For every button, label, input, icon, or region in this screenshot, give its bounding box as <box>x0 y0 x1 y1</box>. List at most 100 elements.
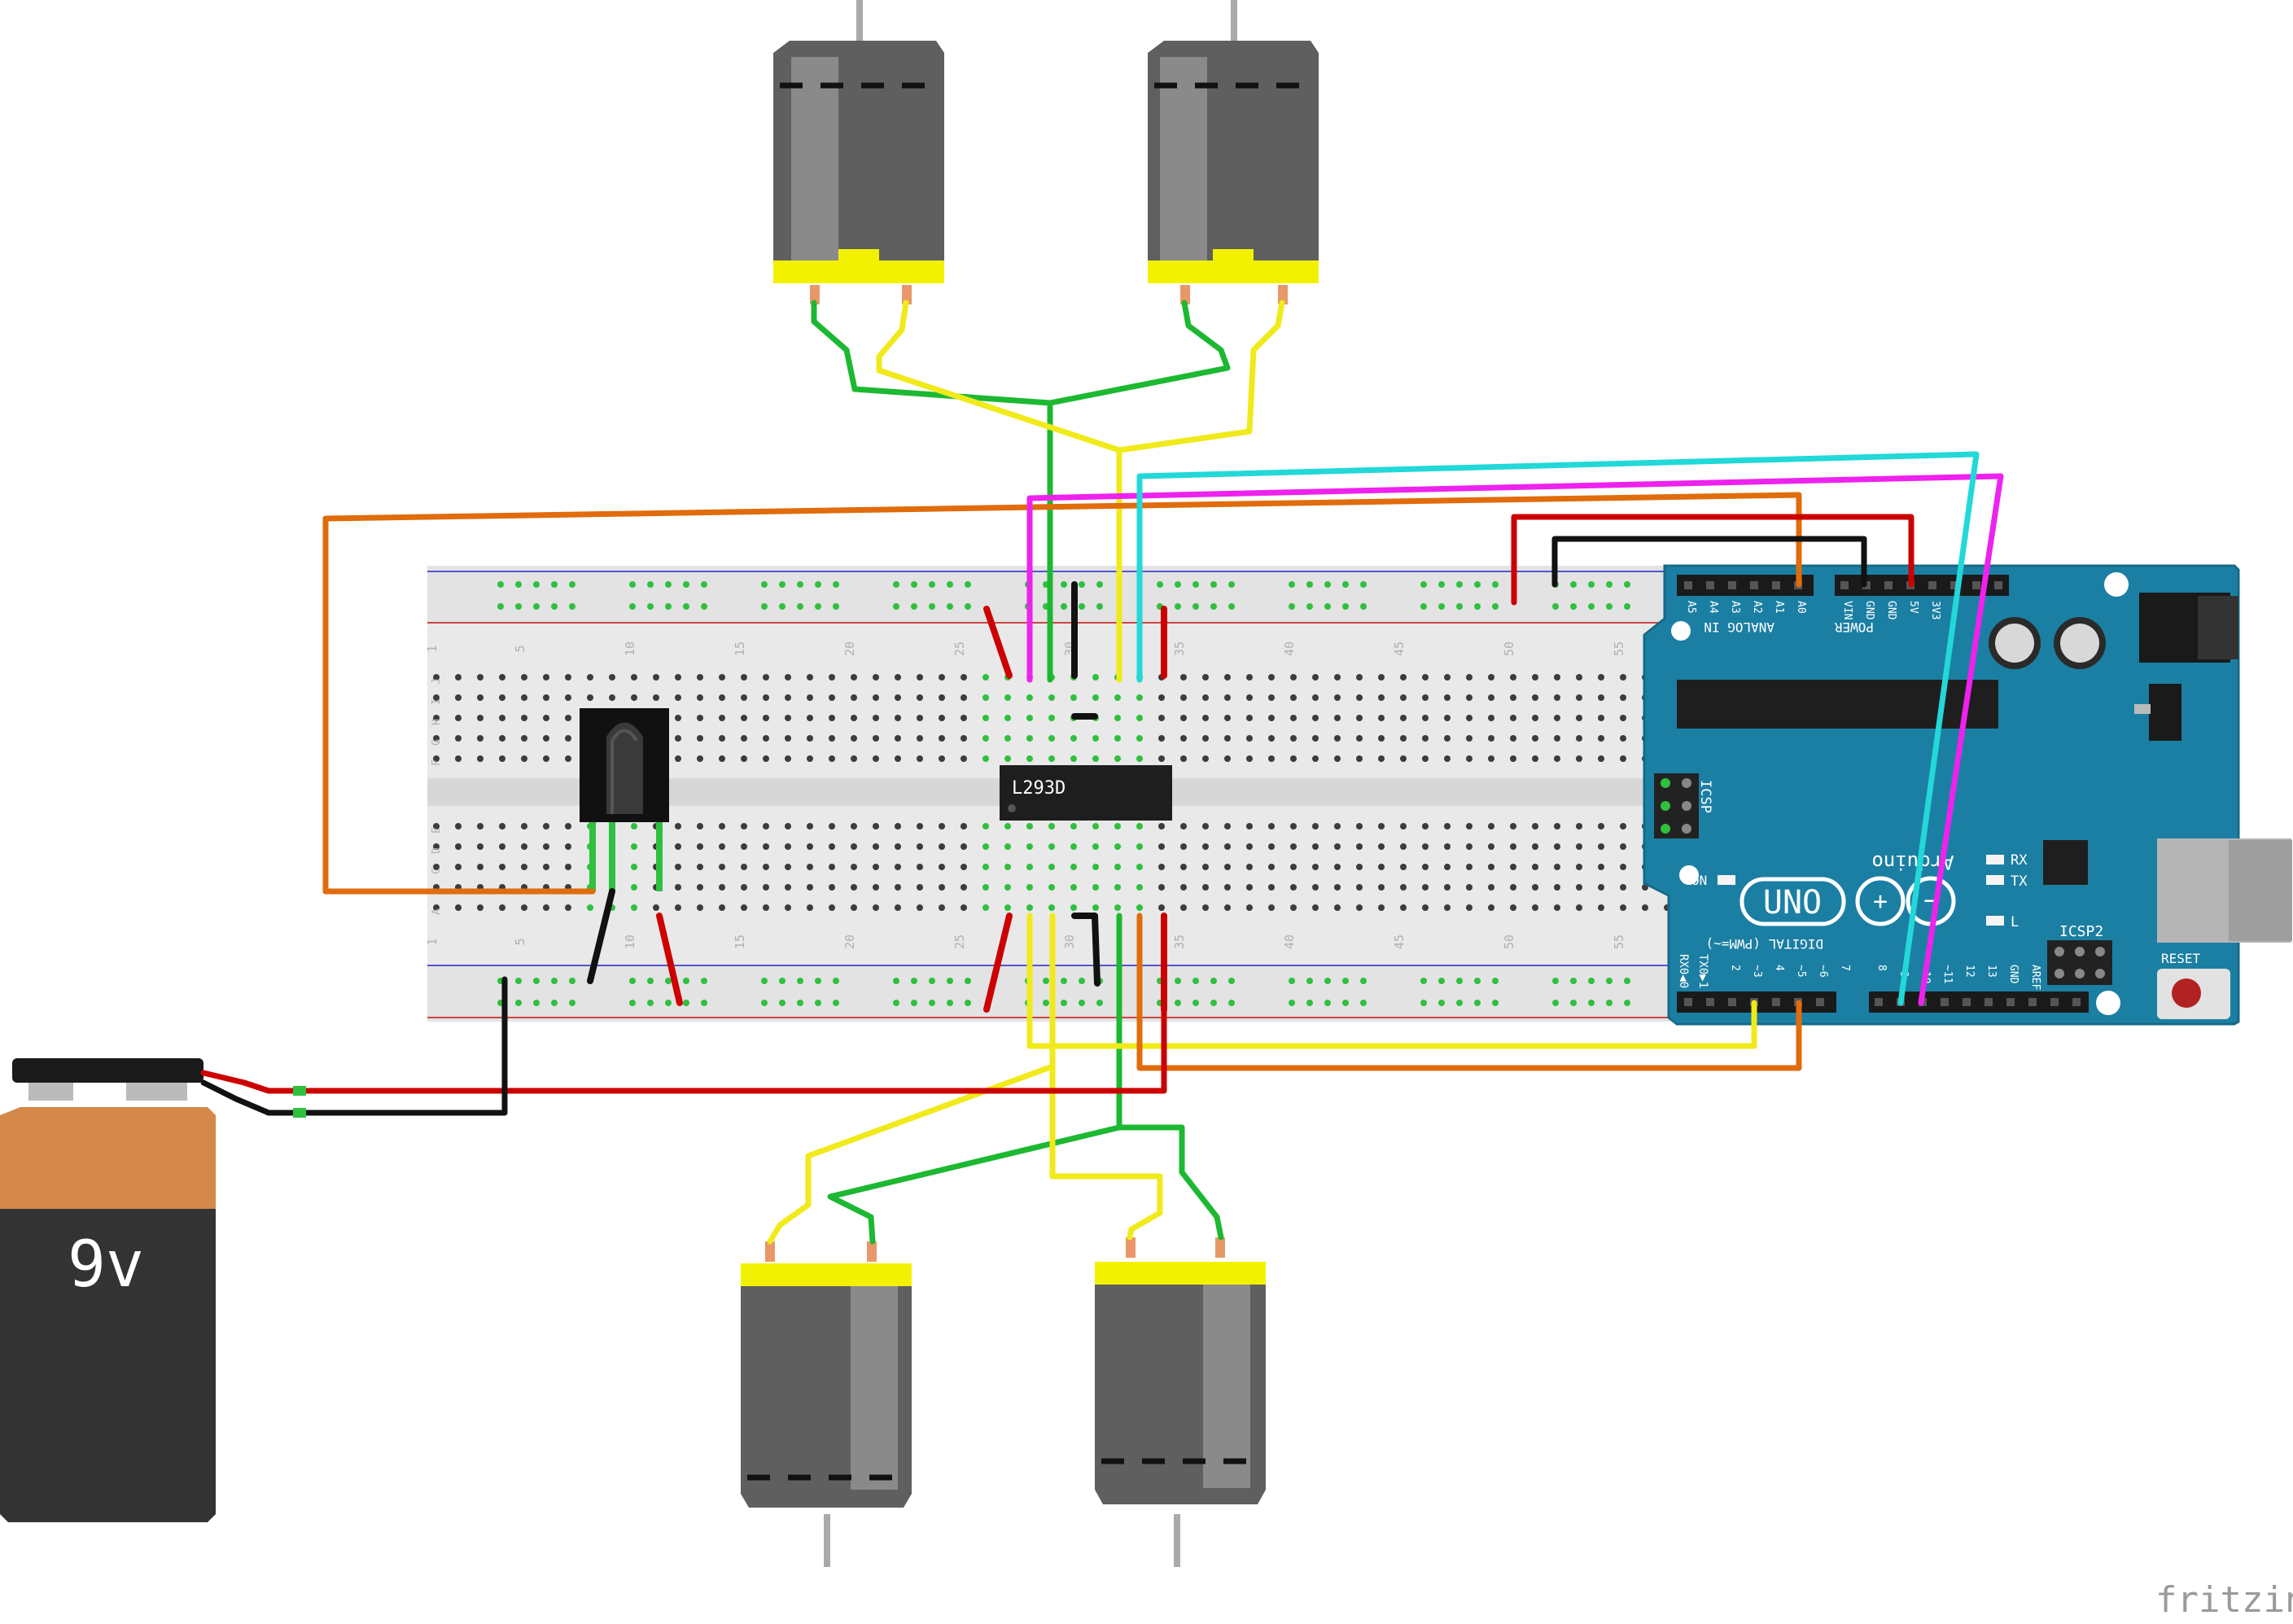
column-number: 35 <box>1172 935 1187 949</box>
power-pin-label: VIN <box>1841 601 1853 619</box>
rail-hole <box>569 1000 575 1006</box>
breadboard-hole <box>763 674 769 681</box>
rail-hole <box>815 581 821 588</box>
rail-hole <box>701 978 707 984</box>
breadboard-hole <box>565 735 571 742</box>
breadboard-hole <box>829 864 835 870</box>
breadboard-hole <box>1444 715 1451 721</box>
voltage-regulator-pin <box>2134 704 2151 714</box>
breadboard-hole <box>631 884 637 891</box>
rail-hole <box>1324 581 1331 588</box>
wire-red-5v <box>1511 514 1914 606</box>
breadboard-hole <box>1136 864 1143 870</box>
rail-hole <box>1342 978 1349 984</box>
rail-hole <box>947 978 953 984</box>
rail-hole <box>1192 581 1199 588</box>
breadboard-hole <box>521 904 527 911</box>
breadboard-hole <box>1400 674 1407 681</box>
rail-hole <box>1420 978 1427 984</box>
rail-hole <box>911 1000 917 1006</box>
breadboard-column-numbers: 1155101015152020252530303535404045455050… <box>425 641 1626 949</box>
rail-hole <box>965 603 971 610</box>
breadboard-hole <box>455 904 462 911</box>
breadboard-hole <box>675 674 681 681</box>
rail-hole <box>1306 603 1313 610</box>
breadboard-hole <box>1444 843 1451 850</box>
breadboard-hole <box>1136 694 1143 701</box>
breadboard-hole <box>851 823 857 830</box>
rail-hole <box>1192 1000 1199 1006</box>
icsp2-pins <box>2055 947 2105 978</box>
breadboard-hole <box>675 904 681 911</box>
rail-hole <box>1456 1000 1463 1006</box>
breadboard-hole <box>1598 674 1604 681</box>
breadboard-hole <box>982 884 989 891</box>
wire-black-battery <box>200 976 508 1116</box>
breadboard-hole <box>785 864 791 870</box>
header-pin <box>1950 581 1958 589</box>
column-number: 30 <box>1062 935 1077 949</box>
breadboard-hole <box>1400 694 1407 701</box>
digital-pin-label: AREF <box>2029 965 2041 990</box>
rail-hole <box>515 581 522 588</box>
breadboard-hole <box>939 694 945 701</box>
header-pin <box>1728 581 1736 589</box>
header-pin <box>1682 824 1691 834</box>
header-pin <box>1728 998 1736 1006</box>
wire-green-motor1 <box>811 300 1053 683</box>
breadboard-hole <box>543 694 549 701</box>
rail-hole <box>1606 1000 1613 1006</box>
breadboard-hole <box>543 674 549 681</box>
analog-pin-label: A4 <box>1707 601 1719 614</box>
breadboard-hole <box>1620 735 1626 742</box>
breadboard-hole <box>785 755 791 762</box>
breadboard-hole <box>895 715 901 721</box>
rail-hole <box>911 603 917 610</box>
header-pin <box>1661 801 1670 811</box>
breadboard-hole <box>1202 674 1209 681</box>
rail-hole <box>665 603 672 610</box>
rail-hole <box>647 1000 654 1006</box>
breadboard-hole <box>1312 674 1319 681</box>
breadboard-hole <box>1070 864 1077 870</box>
column-number: 15 <box>733 935 747 949</box>
breadboard-hole <box>785 904 791 911</box>
header-pin <box>1984 998 1993 1006</box>
breadboard-hole <box>1180 823 1187 830</box>
breadboard-hole <box>1114 843 1121 850</box>
breadboard-hole <box>1026 884 1033 891</box>
wire-yellow-motor1 <box>876 300 1122 683</box>
breadboard-hole <box>1224 843 1231 850</box>
breadboard-hole <box>1576 674 1582 681</box>
breadboard-hole <box>1312 735 1319 742</box>
breadboard-hole <box>1312 843 1319 850</box>
breadboard-hole <box>1576 884 1582 891</box>
breadboard-hole <box>697 715 703 721</box>
breadboard-hole <box>1202 823 1209 830</box>
breadboard-hole <box>873 864 879 870</box>
breadboard-hole <box>1532 864 1538 870</box>
breadboard-hole <box>807 864 813 870</box>
rail-hole <box>1438 978 1445 984</box>
breadboard-hole <box>829 843 835 850</box>
reset-button[interactable] <box>2172 978 2201 1008</box>
rail-hole <box>515 1000 522 1006</box>
breadboard-hole <box>1026 694 1033 701</box>
breadboard-hole <box>1202 843 1209 850</box>
rail-hole <box>1175 978 1181 984</box>
breadboard-hole <box>851 864 857 870</box>
motor-terminal <box>765 1241 775 1262</box>
header-pin <box>1941 998 1949 1006</box>
motor-shaft <box>1174 1514 1180 1567</box>
breadboard-hole <box>873 694 879 701</box>
column-number: 55 <box>1612 641 1626 656</box>
breadboard-hole <box>851 735 857 742</box>
header-pin <box>1994 581 2002 589</box>
breadboard-hole <box>1620 715 1626 721</box>
motor-end-cap-tab <box>1213 249 1254 269</box>
breadboard-hole <box>521 715 527 721</box>
breadboard-hole <box>1114 715 1121 721</box>
breadboard-hole <box>1554 884 1560 891</box>
breadboard-hole <box>1444 823 1451 830</box>
